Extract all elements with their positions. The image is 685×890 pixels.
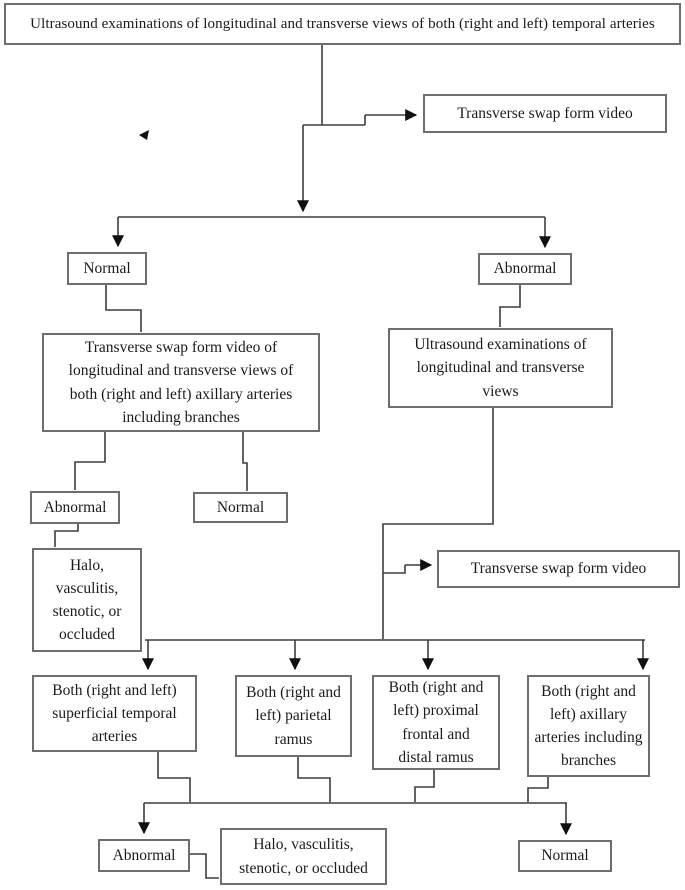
node-abnormal-3: Abnormal (98, 839, 190, 872)
node-axillary-video: Transverse swap form video of longitudin… (42, 333, 320, 432)
node-superficial-temporal: Both (right and left) superficial tempor… (32, 675, 197, 752)
node-normal-2: Normal (193, 492, 288, 523)
node-ultrasound-exam-2: Ultrasound examinations of longitudinal … (388, 328, 613, 408)
node-temporal-arteries-exam: Ultrasound examinations of longitudinal … (4, 3, 681, 45)
node-transverse-video-1: Transverse swap form video (423, 94, 667, 133)
node-halo-1: Halo, vasculitis, stenotic, or occluded (32, 548, 142, 652)
stray-arrowhead-icon (139, 130, 149, 140)
node-halo-2: Halo, vasculitis, stenotic, or occluded (220, 828, 387, 885)
node-normal-3: Normal (518, 840, 612, 872)
node-proximal-frontal: Both (right and left) proximal frontal a… (372, 675, 500, 770)
node-axillary-branches: Both (right and left) axillary arteries … (527, 675, 650, 777)
node-parietal-ramus: Both (right and left) parietal ramus (235, 675, 352, 757)
node-abnormal-1: Abnormal (478, 253, 572, 285)
node-transverse-video-2: Transverse swap form video (437, 550, 680, 588)
node-abnormal-2: Abnormal (30, 491, 120, 524)
node-normal-1: Normal (67, 252, 147, 285)
